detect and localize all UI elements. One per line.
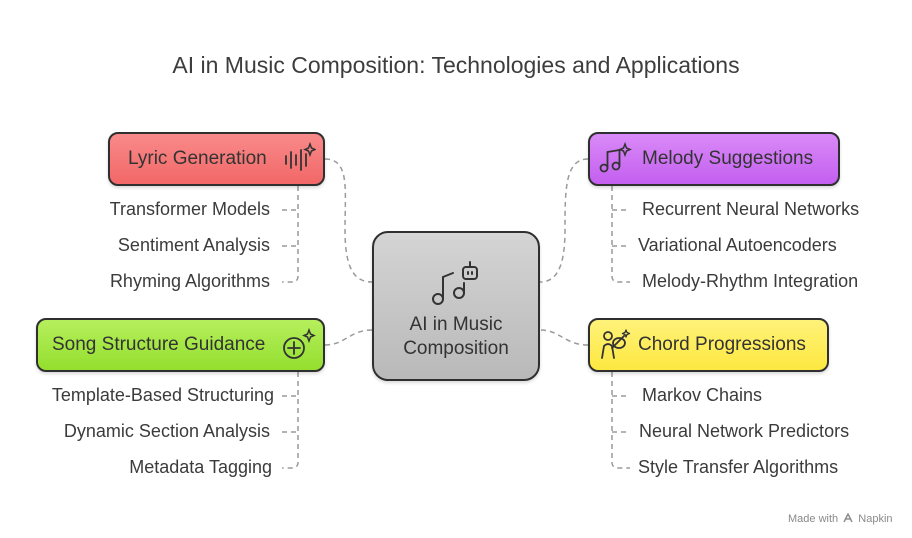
melody-item-3: Melody-Rhythm Integration xyxy=(642,271,859,291)
melody-suggestions-label: Melody Suggestions xyxy=(642,148,814,169)
connector-melody-leaves xyxy=(611,186,630,283)
chord-item-2: Neural Network Predictors xyxy=(639,421,850,441)
footer-text: Made with xyxy=(788,513,839,525)
made-with-napkin-footer[interactable]: Made with Napkin xyxy=(788,512,893,525)
song-structure-label: Song Structure Guidance xyxy=(52,334,266,355)
lyric-item-1: Transformer Models xyxy=(109,199,270,219)
connector-song xyxy=(324,329,373,346)
connector-chord xyxy=(539,329,589,346)
napkin-logo-icon xyxy=(843,512,853,523)
lyric-item-2: Sentiment Analysis xyxy=(117,235,270,255)
lyric-item-3: Rhyming Algorithms xyxy=(109,271,270,291)
central-topic-node: AI in Music Composition xyxy=(372,231,540,381)
guitarist-icon xyxy=(598,326,632,364)
music-robot-icon xyxy=(429,259,483,309)
central-topic-label: AI in Music Composition xyxy=(403,313,509,361)
connector-lyric-leaves xyxy=(282,186,299,283)
chord-item-3: Style Transfer Algorithms xyxy=(638,457,839,477)
footer-brand: Napkin xyxy=(858,513,893,525)
connector-song-leaves xyxy=(282,372,299,469)
song-item-2: Dynamic Section Analysis xyxy=(63,421,270,441)
lyric-generation-label: Lyric Generation xyxy=(128,148,267,169)
melody-suggestions-node: Melody Suggestions xyxy=(588,132,840,186)
song-item-3: Metadata Tagging xyxy=(129,457,272,477)
chord-progressions-node: Chord Progressions xyxy=(588,318,829,372)
melody-item-1: Recurrent Neural Networks xyxy=(642,199,860,219)
connector-chord-leaves xyxy=(611,372,630,469)
connector-lyric xyxy=(324,158,373,283)
lyric-generation-node: Lyric Generation xyxy=(108,132,325,186)
song-structure-node: Song Structure Guidance xyxy=(36,318,325,372)
waveform-sparkle-icon xyxy=(282,140,317,178)
music-note-sparkle-icon xyxy=(598,140,632,178)
plus-sparkle-icon xyxy=(282,326,316,364)
chord-item-1: Markov Chains xyxy=(642,385,763,405)
song-item-1: Template-Based Structuring xyxy=(51,385,274,405)
central-topic-line-1: AI in Music xyxy=(409,314,503,335)
chord-progressions-label: Chord Progressions xyxy=(638,334,806,355)
central-topic-line-2: Composition xyxy=(403,338,509,359)
melody-item-2: Variational Autoencoders xyxy=(638,235,837,255)
diagram-title: AI in Music Composition: Technologies an… xyxy=(172,52,740,78)
connector-melody xyxy=(539,158,589,283)
